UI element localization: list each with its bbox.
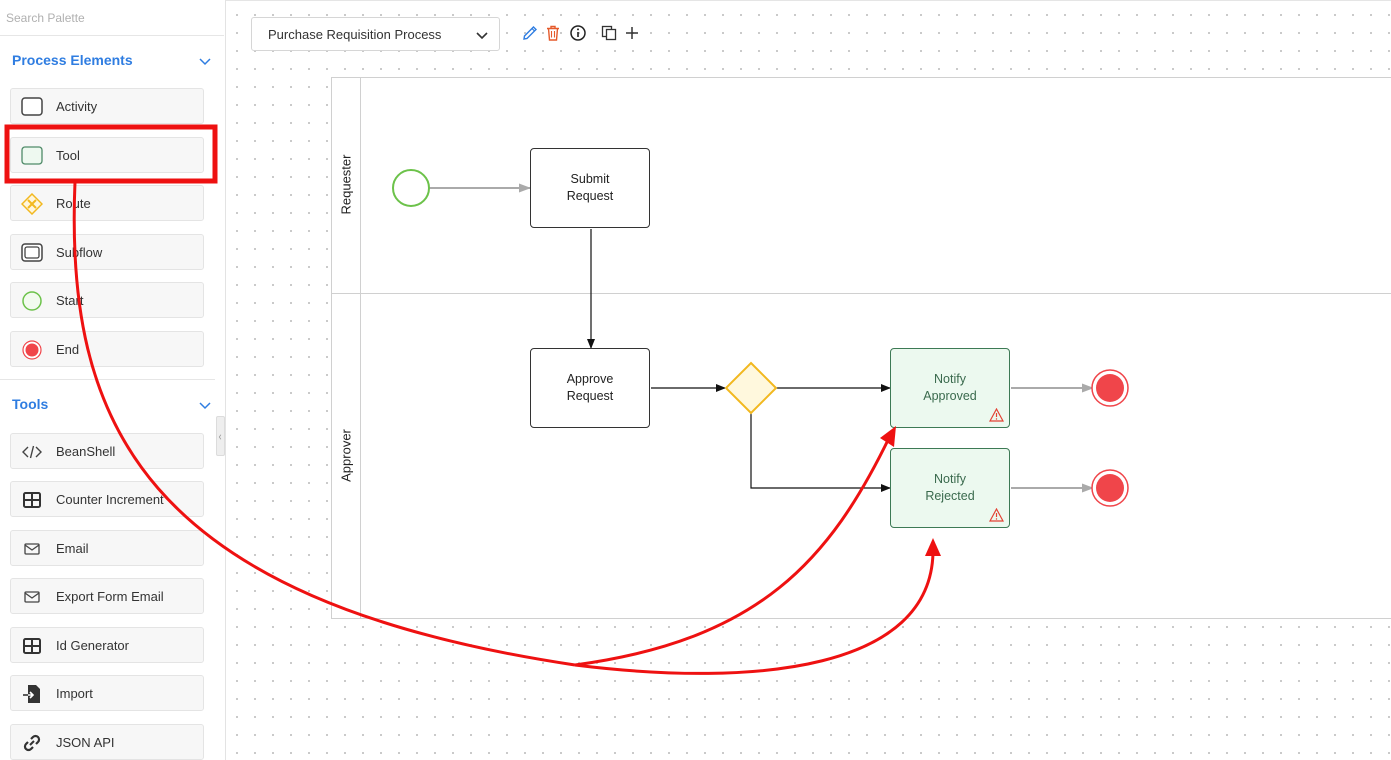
warning-icon — [989, 408, 1004, 422]
palette-item-json-api[interactable]: JSON API — [10, 724, 204, 760]
palette-item-label: JSON API — [56, 735, 115, 750]
start-icon — [22, 291, 42, 311]
palette-item-label: Tool — [56, 148, 80, 163]
tool-notify-approved[interactable]: Notify Approved — [890, 348, 1010, 428]
palette-item-label: Start — [56, 293, 84, 308]
lane-label-approver: Approver — [338, 429, 354, 482]
sidebar-collapse-handle[interactable] — [216, 416, 225, 456]
palette-item-activity[interactable]: Activity — [10, 88, 204, 124]
chevron-down-icon — [199, 402, 211, 410]
mail-icon — [24, 543, 40, 555]
palette-sidebar: Process Elements Activity Tool Route Sub… — [0, 0, 226, 760]
section-header-process-elements[interactable]: Process Elements — [12, 52, 212, 74]
palette-item-start[interactable]: Start — [10, 282, 204, 318]
palette-item-route[interactable]: Route — [10, 185, 204, 221]
palette-item-label: End — [56, 342, 80, 357]
palette-item-counter-increment[interactable]: Counter Increment — [10, 481, 204, 517]
mail-icon — [24, 591, 40, 603]
task-label: Submit Request — [566, 172, 614, 203]
tool-label: Notify Rejected — [925, 472, 975, 503]
chevron-down-icon — [199, 58, 211, 66]
tool-notify-rejected[interactable]: Notify Rejected — [890, 448, 1010, 528]
palette-item-label: Route — [56, 196, 91, 211]
palette-item-label: Import — [56, 686, 93, 701]
search-palette-input[interactable] — [0, 0, 224, 36]
palette-item-end[interactable]: End — [10, 331, 204, 367]
palette-item-beanshell[interactable]: BeanShell — [10, 433, 204, 469]
palette-item-email[interactable]: Email — [10, 530, 204, 566]
end-icon — [22, 340, 42, 360]
task-submit-request[interactable]: Submit Request — [530, 148, 650, 228]
palette-item-subflow[interactable]: Subflow — [10, 234, 204, 270]
section-divider — [0, 379, 215, 380]
edit-icon[interactable] — [521, 24, 539, 42]
palette-item-import[interactable]: Import — [10, 675, 204, 711]
tool-label: Notify Approved — [923, 372, 977, 403]
palette-item-id-generator[interactable]: Id Generator — [10, 627, 204, 663]
palette-item-label: Counter Increment — [56, 492, 164, 507]
palette-item-label: Id Generator — [56, 638, 129, 653]
route-icon — [21, 193, 43, 215]
grid-icon — [23, 492, 41, 508]
palette-item-label: BeanShell — [56, 444, 116, 459]
warning-icon — [989, 508, 1004, 522]
activity-icon — [21, 97, 43, 116]
delete-icon[interactable] — [544, 24, 562, 42]
top-border — [226, 0, 1391, 1]
palette-item-label: Subflow — [56, 245, 103, 260]
lane-separator — [331, 293, 1391, 294]
palette-item-tool[interactable]: Tool — [10, 137, 204, 173]
palette-item-label: Activity — [56, 99, 98, 114]
process-select[interactable]: Purchase Requisition Process — [251, 17, 500, 51]
section-title: Tools — [12, 396, 49, 412]
lane-label-requester: Requester — [338, 154, 354, 215]
subflow-icon — [21, 243, 43, 262]
tool-icon — [21, 146, 43, 165]
grid-icon — [23, 638, 41, 654]
task-approve-request[interactable]: Approve Request — [530, 348, 650, 428]
task-label: Approve Request — [566, 372, 614, 403]
import-icon — [23, 685, 40, 703]
info-icon[interactable] — [569, 24, 587, 42]
section-header-tools[interactable]: Tools — [12, 396, 212, 418]
chevron-left-icon — [218, 434, 222, 440]
chevron-down-icon — [476, 32, 488, 40]
palette-item-export-form-email[interactable]: Export Form Email — [10, 578, 204, 614]
link-icon — [23, 734, 41, 752]
copy-icon[interactable] — [600, 24, 618, 42]
section-title: Process Elements — [12, 52, 133, 68]
palette-item-label: Email — [56, 541, 89, 556]
add-icon[interactable] — [623, 24, 641, 42]
palette-item-label: Export Form Email — [56, 589, 164, 604]
code-icon — [22, 445, 42, 459]
process-select-value: Purchase Requisition Process — [268, 27, 442, 42]
process-pool — [331, 77, 1391, 619]
